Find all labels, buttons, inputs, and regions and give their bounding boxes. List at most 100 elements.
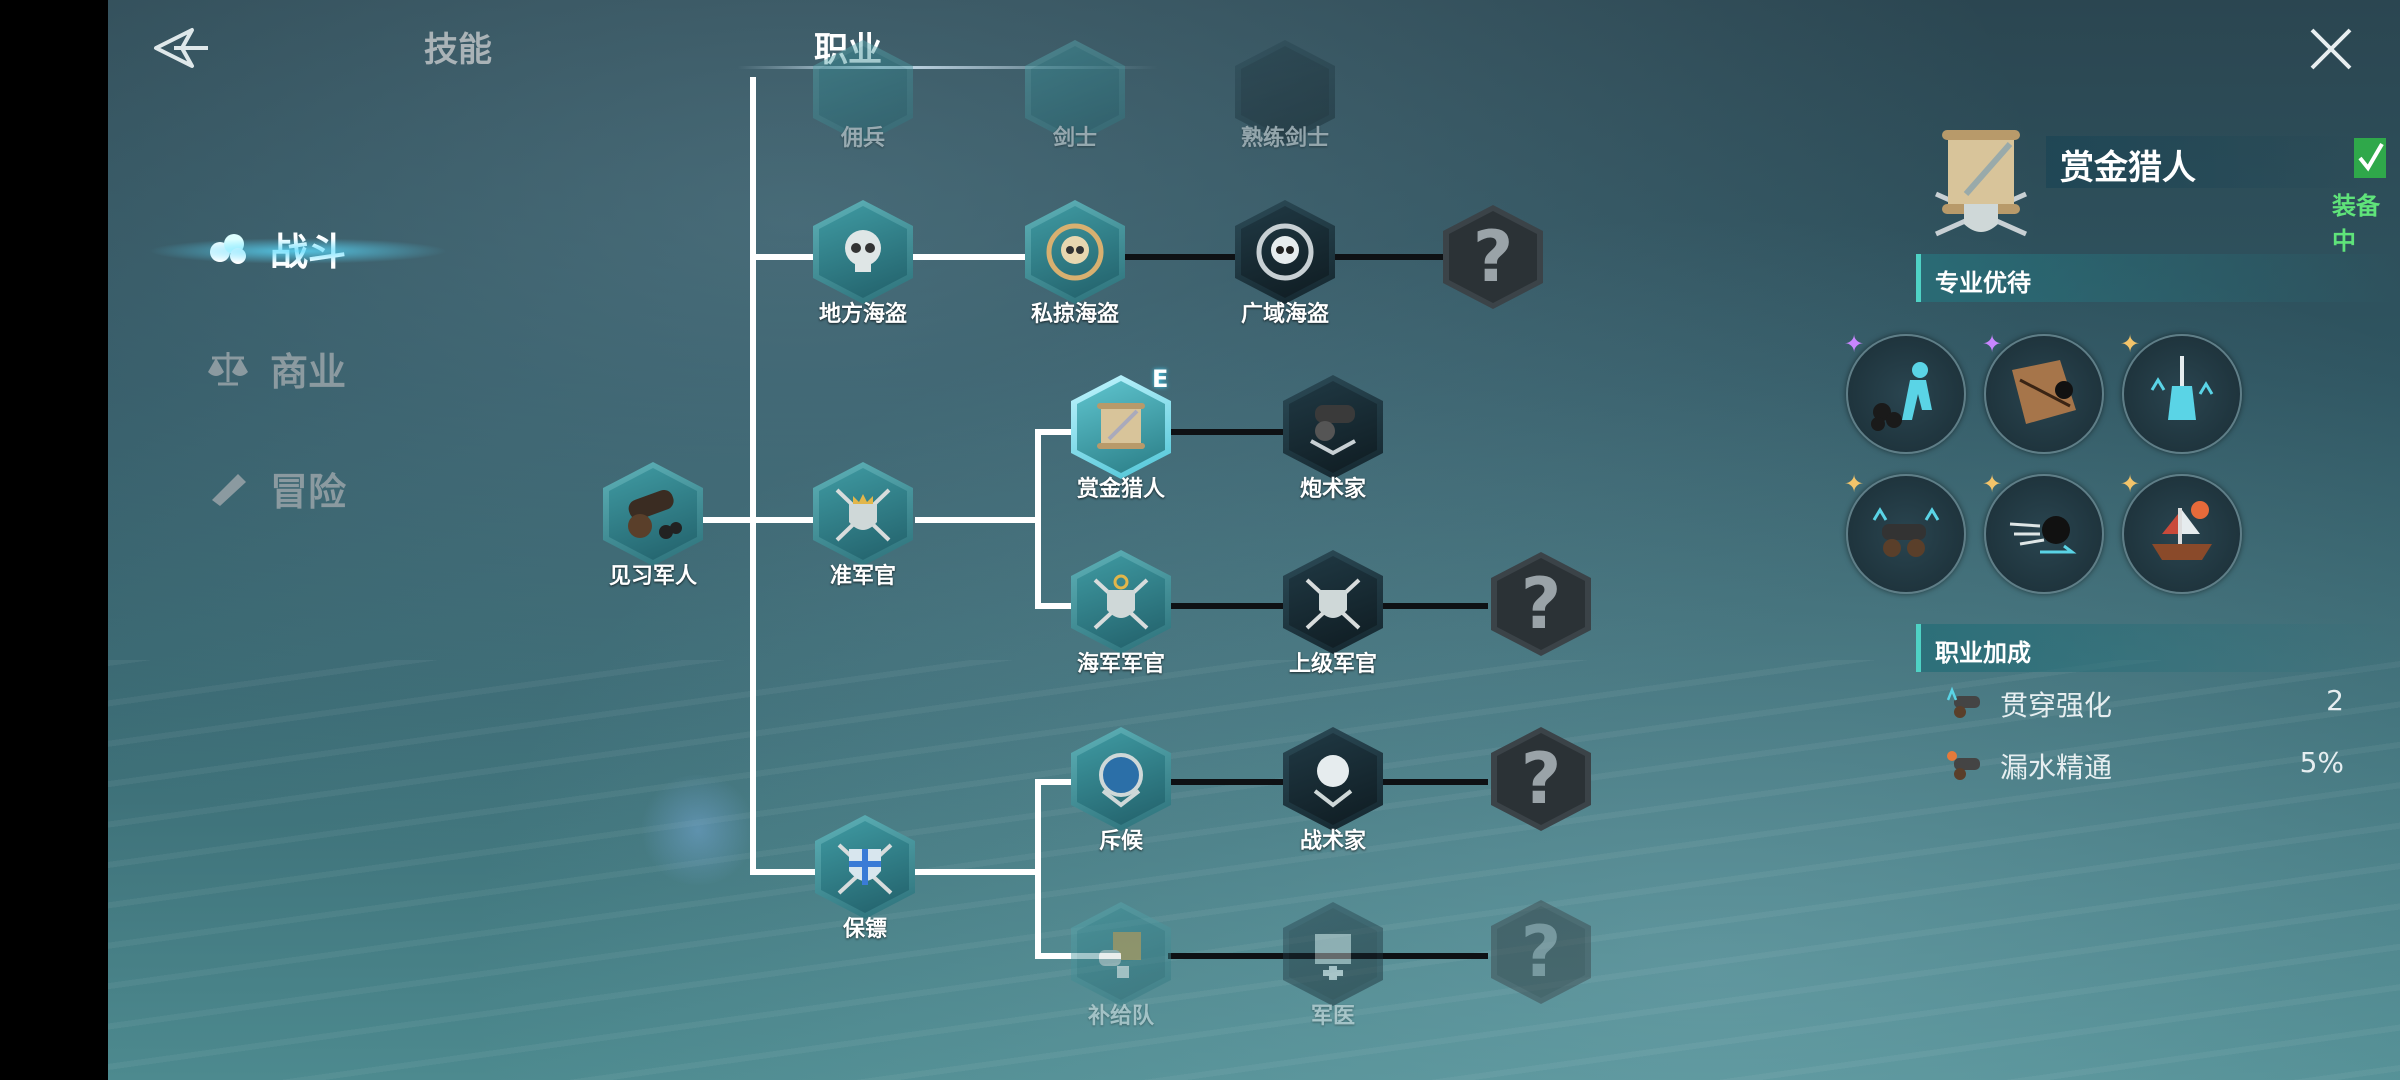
job-node-bodyguard[interactable]: 保镖 [810, 815, 920, 945]
bonus-row: 漏水精通 5% [1944, 744, 2344, 788]
gold-spark-icon: ✦ [2120, 330, 2141, 358]
job-node-privateer[interactable]: 私掠海盗 [1020, 200, 1130, 330]
spyglass-icon [208, 468, 248, 508]
leak-cannon-icon [1947, 751, 1980, 780]
cannon-icon [1283, 375, 1383, 479]
category-highlight [148, 238, 448, 264]
job-node-medic[interactable]: 军医 [1278, 902, 1388, 1032]
runner-cannonballs-icon [1871, 362, 1932, 431]
skull-icon [813, 200, 913, 304]
bonus-value: 5% [2299, 746, 2344, 779]
perk-slot[interactable]: ✦ [1844, 330, 1966, 454]
tab-skill[interactable]: 技能 [424, 30, 492, 70]
bounty-hunter-emblem-icon [1934, 130, 2028, 237]
job-label: 熟练剑士 [1240, 126, 1329, 151]
job-label: 佣兵 [840, 126, 885, 151]
job-label: 私掠海盗 [1030, 302, 1119, 327]
perks-title: 专业优待 [1935, 269, 2031, 297]
job-label: 炮术家 [1299, 477, 1366, 502]
perk-slot[interactable]: ✦ [1982, 330, 2104, 454]
perk-slot[interactable]: ✦ [2120, 330, 2242, 454]
equipped-badge: E [1152, 365, 1169, 393]
job-label: 海军军官 [1076, 652, 1165, 677]
back-arrow-icon[interactable] [152, 26, 212, 70]
job-label: 斥候 [1098, 829, 1143, 854]
question-mark-icon: ? [1472, 216, 1514, 298]
question-mark-icon: ? [1520, 738, 1562, 820]
question-mark-icon: ? [1520, 911, 1562, 993]
job-node-trainee-soldier[interactable]: 见习军人 [598, 462, 708, 592]
job-node-tactician[interactable]: 战术家 [1278, 727, 1388, 857]
job-node-navy-officer[interactable]: 海军军官 [1066, 550, 1176, 680]
category-adventure-label: 冒险 [270, 469, 347, 514]
brain-head-icon [1283, 727, 1383, 831]
sea-waves [108, 660, 2400, 1080]
purple-spark-icon: ✦ [1982, 330, 2003, 358]
job-title-bar [2046, 136, 2366, 188]
category-trade-label: 商业 [270, 349, 347, 394]
purple-spark-icon: ✦ [1844, 330, 1865, 358]
job-node-scout[interactable]: 斥候 [1066, 727, 1176, 857]
job-label: 地方海盗 [818, 302, 907, 327]
crystal-orb-icon [1071, 727, 1171, 831]
job-label: 补给队 [1087, 1004, 1154, 1029]
scroll-sword-icon [1071, 375, 1171, 479]
supply-crate-icon [1071, 902, 1171, 1006]
bonus-value: 2 [2326, 684, 2344, 717]
perk-slot[interactable]: ✦ [1844, 470, 1966, 594]
job-node-unknown[interactable]: ? [1438, 205, 1548, 335]
job-label: 剑士 [1052, 126, 1097, 151]
job-label: 广域海盗 [1240, 302, 1329, 327]
job-node-supply-unit[interactable]: 补给队 [1066, 902, 1176, 1032]
job-node-gunner[interactable]: 炮术家 [1278, 375, 1388, 505]
tab-underline [738, 66, 1158, 69]
skull-wheel-icon [1025, 200, 1125, 304]
perk-slot[interactable]: ✦ [1982, 470, 2104, 594]
checkmark-icon [2354, 138, 2386, 178]
tab-job[interactable]: 职业 [814, 22, 882, 71]
job-label: 见习军人 [608, 564, 697, 589]
job-node-unknown[interactable]: ? [1486, 552, 1596, 682]
job-label: 战术家 [1299, 829, 1366, 854]
job-label: 上级军官 [1288, 652, 1377, 677]
job-label: 保镖 [842, 917, 887, 942]
job-label: 赏金猎人 [1076, 477, 1165, 502]
light-orb [638, 775, 758, 885]
category-trade[interactable]: 商业 [208, 338, 428, 398]
swordsman-buff-icon [2150, 356, 2214, 420]
job-node-unknown[interactable]: ? [1486, 727, 1596, 857]
category-battle[interactable]: 战斗 [148, 218, 448, 278]
bonus-title: 职业加成 [1935, 639, 2031, 667]
fast-cannonball-icon [2009, 516, 2077, 554]
anchor-shield-icon [1071, 550, 1171, 654]
job-node-wide-pirate[interactable]: 广域海盗 [1230, 200, 1340, 330]
crossed-swords-shield-icon [1283, 550, 1383, 654]
category-adventure[interactable]: 冒险 [208, 458, 428, 518]
question-mark-icon: ? [1520, 563, 1562, 645]
medical-box-icon [1283, 902, 1383, 1006]
helmet-icon [813, 40, 913, 144]
pierce-cannon-icon [1946, 686, 1980, 718]
job-node-warrant-officer[interactable]: 准军官 [808, 462, 918, 592]
bonus-row: 贯穿强化 2 [1944, 682, 2344, 726]
bonus-name: 贯穿强化 [2000, 689, 2113, 722]
gold-spark-icon: ✦ [1982, 470, 2003, 498]
job-node-skilled-swordsman[interactable]: 熟练剑士 [1230, 40, 1340, 170]
job-node-mercenary[interactable]: 佣兵 [808, 40, 918, 170]
job-node-senior-officer[interactable]: 上级军官 [1278, 550, 1388, 680]
equipped-status: 装备中 [2332, 192, 2380, 255]
gold-spark-icon: ✦ [1844, 470, 1865, 498]
selected-job-title: 赏金猎人 [2060, 148, 2196, 188]
job-node-local-pirate[interactable]: 地方海盗 [808, 200, 918, 330]
job-node-bounty-hunter[interactable]: E 赏金猎人 [1066, 365, 1176, 505]
job-node-unknown[interactable]: ? [1486, 900, 1596, 1030]
cross-shield-icon [815, 815, 915, 919]
gold-spark-icon: ✦ [2120, 470, 2141, 498]
close-icon[interactable] [2306, 24, 2356, 74]
perk-slot[interactable]: ✦ [2120, 470, 2242, 594]
bonus-section-header: 职业加成 [1916, 624, 2400, 672]
cannon-icon [603, 462, 703, 566]
bonus-name: 漏水精通 [2000, 751, 2113, 784]
skull-wheel-icon [1235, 200, 1335, 304]
job-node-swordsman[interactable]: 剑士 [1020, 40, 1130, 170]
